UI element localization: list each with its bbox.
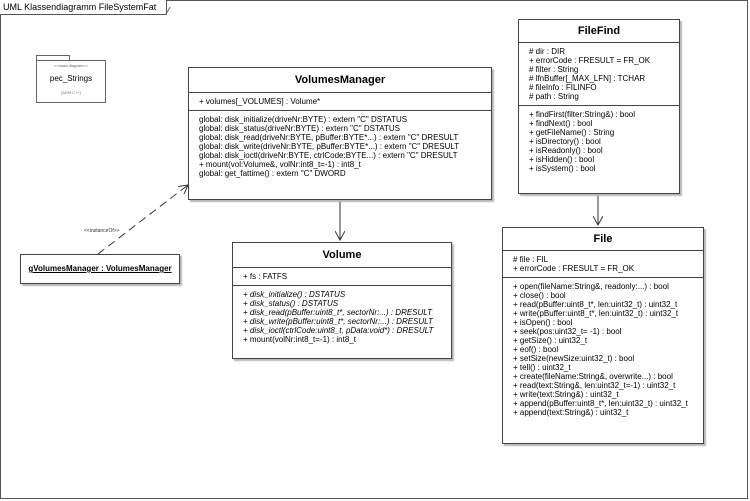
operation-row: + mount(volNr:int8_t=-1) : int8_t bbox=[243, 335, 356, 344]
operation-row: + write(text:String&) : uint32_t bbox=[513, 390, 619, 399]
attributes-section: + fs : FATFS bbox=[233, 268, 451, 286]
operations-section: + findFirst(filter:String&) : bool + fin… bbox=[519, 106, 679, 177]
operation-row: global: disk_read(driveNr:BYTE, pBuffer:… bbox=[199, 133, 459, 142]
operation-row: global: disk_write(driveNr:BYTE, pBuffer… bbox=[199, 142, 460, 151]
operations-section: global: disk_initialize(driveNr:BYTE) : … bbox=[189, 111, 491, 182]
class-volumesmanager[interactable]: VolumesManager + volumes[_VOLUMES] : Vol… bbox=[188, 67, 492, 200]
operation-row: + eof() : bool bbox=[513, 345, 559, 354]
operation-row: + disk_initialize() : DSTATUS bbox=[243, 290, 346, 299]
operation-row: + tell() : uint32_t bbox=[513, 363, 571, 372]
operations-section: + open(fileName:String&, readonly:...) :… bbox=[503, 278, 703, 421]
attributes-section: # file : FIL + errorCode : FRESULT = FR_… bbox=[503, 251, 703, 278]
operation-row: + read(text:String&, len:uint32_t=-1) : … bbox=[513, 381, 676, 390]
instanceof-label: <<instanceOf>> bbox=[84, 228, 120, 234]
instanceof-dependency bbox=[97, 185, 188, 255]
operation-row: + isSystem() : bool bbox=[529, 164, 596, 173]
attribute-row: # path : String bbox=[529, 92, 579, 101]
package-pec-strings[interactable]: <<class diagram>> pec_Strings (ARM C++) bbox=[36, 55, 108, 105]
operation-row: + findNext() : bool bbox=[529, 119, 593, 128]
attribute-row: # fileInfo : FILINFO bbox=[529, 83, 597, 92]
operation-row: + findFirst(filter:String&) : bool bbox=[529, 110, 636, 119]
operation-row: global: disk_status(driveNr:BYTE) : exte… bbox=[199, 124, 400, 133]
attribute-row: # lfnBuffer[_MAX_LFN] : TCHAR bbox=[529, 74, 646, 83]
operation-row: + write(pBuffer:uint8_t*, len:uint32_t) … bbox=[513, 309, 679, 318]
instance-gvolumesmanager[interactable]: gVolumesManager : VolumesManager bbox=[20, 254, 180, 284]
operation-row: + read(pBuffer:uint8_t*, len:uint32_t) :… bbox=[513, 300, 678, 309]
package-subtitle: (ARM C++) bbox=[60, 90, 82, 95]
operation-row: + isReadonly() : bool bbox=[529, 146, 603, 155]
operation-row: + isOpen() : bool bbox=[513, 318, 573, 327]
attributes-section: + volumes[_VOLUMES] : Volume* bbox=[189, 93, 491, 111]
operation-row: + isHidden() : bool bbox=[529, 155, 595, 164]
operation-row: + disk_write(pBuffer:uint8_t*, sectorNr:… bbox=[243, 317, 433, 326]
operation-row: + getFileName() : String bbox=[529, 128, 615, 137]
package-body: <<class diagram>> pec_Strings (ARM C++) bbox=[36, 60, 106, 103]
operation-row: global: get_fattime() : extern "C" DWORD bbox=[199, 169, 346, 178]
instance-name: gVolumesManager : VolumesManager bbox=[28, 264, 172, 273]
class-name: Volume bbox=[233, 243, 451, 268]
operation-row: + disk_read(pBuffer:uint8_t*, sectorNr:.… bbox=[243, 308, 433, 317]
operation-row: + close() : bool bbox=[513, 291, 566, 300]
attributes-section: # dir : DIR + errorCode : FRESULT = FR_O… bbox=[519, 43, 679, 106]
class-volume[interactable]: Volume + fs : FATFS + disk_initialize() … bbox=[232, 242, 452, 359]
frame-title: UML Klassendiagramm FileSystemFat bbox=[0, 0, 168, 15]
attribute-row: # filter : String bbox=[529, 65, 579, 74]
package-tab bbox=[36, 55, 70, 61]
operation-row: + create(fileName:String&, overwrite...)… bbox=[513, 372, 673, 381]
class-name: VolumesManager bbox=[189, 68, 491, 93]
class-filefind[interactable]: FileFind # dir : DIR + errorCode : FRESU… bbox=[518, 19, 680, 194]
class-name: FileFind bbox=[519, 20, 679, 43]
attribute-row: + errorCode : FRESULT = FR_OK bbox=[529, 56, 651, 65]
class-name: File bbox=[503, 228, 703, 251]
operation-row: global: disk_ioctl(driveNr:BYTE, ctrlCod… bbox=[199, 151, 458, 160]
operation-row: + disk_status() : DSTATUS bbox=[243, 299, 339, 308]
operations-section: + disk_initialize() : DSTATUS + disk_sta… bbox=[233, 286, 451, 348]
operation-row: + getSize() : uint32_t bbox=[513, 336, 588, 345]
attribute-row: + errorCode : FRESULT = FR_OK bbox=[513, 264, 635, 273]
operation-row: + setSize(newSize:uint32_t) : bool bbox=[513, 354, 635, 363]
attribute-row: # dir : DIR bbox=[529, 47, 566, 56]
operation-row: + append(pBuffer:uint8_t*, len:uint32_t)… bbox=[513, 399, 688, 408]
operation-row: + isDirectory() : bool bbox=[529, 137, 601, 146]
attribute-row: # file : FIL bbox=[513, 255, 549, 264]
operation-row: global: disk_initialize(driveNr:BYTE) : … bbox=[199, 115, 408, 124]
class-file[interactable]: File # file : FIL + errorCode : FRESULT … bbox=[502, 227, 704, 444]
operation-row: + open(fileName:String&, readonly:...) :… bbox=[513, 282, 669, 291]
operation-row: + append(text:String&) : uint32_t bbox=[513, 408, 629, 417]
package-stereotype: <<class diagram>> bbox=[53, 63, 89, 68]
attribute-row: + volumes[_VOLUMES] : Volume* bbox=[199, 97, 321, 106]
operation-row: + seek(pos:uint32_t= -1) : bool bbox=[513, 327, 622, 336]
package-name: pec_Strings bbox=[49, 74, 93, 83]
operation-row: + disk_ioctl(ctrlCode:uint8_t, pData:voi… bbox=[243, 326, 434, 335]
operation-row: + mount(vol:Volume&, volNr:int8_t=-1) : … bbox=[199, 160, 361, 169]
attribute-row: + fs : FATFS bbox=[243, 272, 288, 281]
